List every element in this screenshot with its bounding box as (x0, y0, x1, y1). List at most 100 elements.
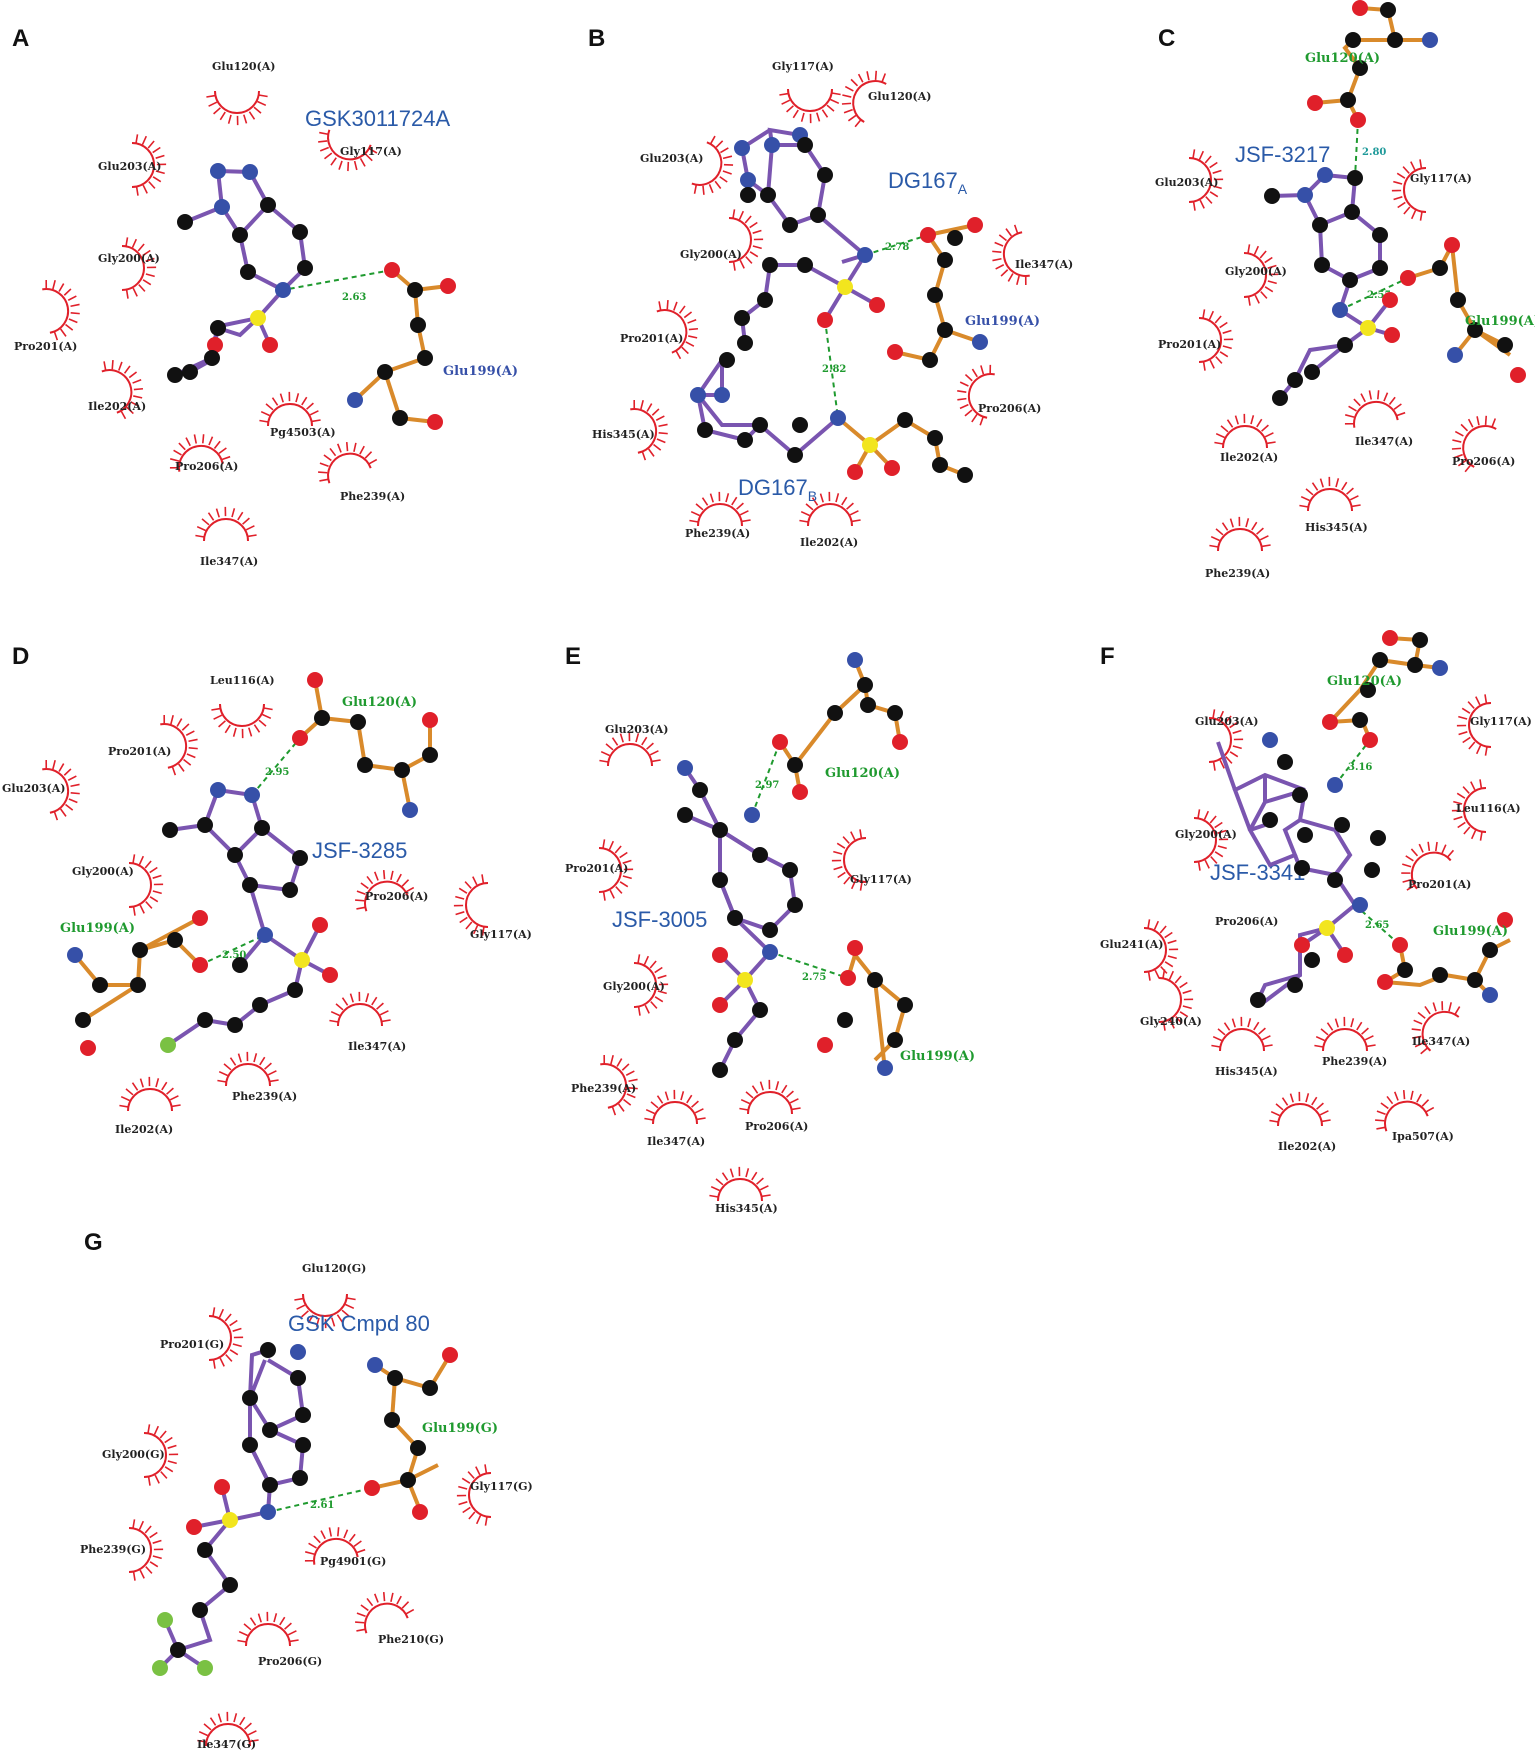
residue-label: Ile202(A) (1220, 451, 1278, 464)
residue-label: Gly200(A) (1225, 265, 1287, 278)
panel-d: D Leu116(A) Pro201(A) Glu203(A) Gly200(A… (2, 643, 532, 1136)
panel-g: G Glu120(G) Pro201(G) Gly200(G) Gly117(G… (80, 1229, 533, 1751)
residue-label: Ile202(A) (800, 536, 858, 549)
panel-a: A Glu120(A) Gly117(A) Glu203(A) Gly200(A… (12, 25, 518, 568)
ligand-name: GSK3011724A (305, 106, 450, 131)
hbond-residue-label: Glu199(A) (1465, 314, 1535, 329)
ligand-name: GSK Cmpd 80 (288, 1311, 430, 1336)
hbond-line (199, 934, 266, 966)
hbond-residue-label: Glu120(A) (825, 766, 900, 781)
residue-atoms (772, 652, 913, 1076)
residue-label: Pro206(G) (258, 1655, 322, 1668)
panel-f: F Glu203(A) Gly117(A) Leu116(A) Gly200(A… (1100, 630, 1532, 1153)
hydrophobic-contacts (1143, 693, 1492, 1136)
residue-label: Ile202(A) (115, 1123, 173, 1136)
hbond-distance: 2.50 (222, 950, 246, 961)
residue-labels: Glu203(A) Gly117(A) Gly200(A) Pro201(A) … (1155, 172, 1515, 580)
hbond-distance: 2.75 (802, 972, 826, 983)
ligand-atoms (1264, 167, 1400, 406)
residue-labels: Leu116(A) Pro201(A) Glu203(A) Gly200(A) … (2, 674, 532, 1136)
residue-label: Pro206(A) (978, 402, 1041, 415)
residue-label: Ile347(A) (1412, 1035, 1470, 1048)
hbond-residue-label: Glu199(A) (965, 314, 1040, 329)
hbond-distance: 2.78 (885, 242, 909, 253)
hbond-distance: 2.97 (755, 780, 779, 791)
residue-atoms (887, 217, 988, 368)
hbond-distance: 2.65 (1365, 920, 1389, 931)
hydrophobic-contacts (39, 703, 489, 1112)
residue-label: Glu203(A) (1155, 176, 1218, 189)
residue-label: Pro201(A) (1408, 878, 1471, 891)
hbond-line (751, 741, 781, 816)
ligand-name: JSF-3285 (312, 838, 407, 863)
ligand-atoms (167, 163, 313, 383)
hbond-line (282, 269, 393, 291)
hbond-distance: 2.55 (1367, 290, 1391, 301)
residue-atoms (67, 672, 438, 1056)
residue-label: Pro201(A) (1158, 338, 1221, 351)
residue-label: Glu203(A) (605, 723, 668, 736)
ligand-name-b: DG167B (738, 475, 817, 504)
residue-label: His345(A) (1305, 521, 1368, 534)
residue-label: His345(A) (592, 428, 655, 441)
residue-label: Gly240(A) (1140, 1015, 1202, 1028)
panel-b: B Gly117(A) Glu120(A) Glu203(A) Gly200(A… (588, 25, 1073, 549)
residue-label: Phe210(G) (378, 1633, 444, 1646)
hbond-line (864, 234, 929, 256)
residue-label: His345(A) (715, 1202, 778, 1215)
residue-label: Gly117(A) (1410, 172, 1472, 185)
panel-label: D (12, 643, 29, 670)
ligand-atoms (734, 127, 885, 351)
residue-label: Phe239(A) (685, 527, 750, 540)
residue-label: Glu203(A) (2, 782, 65, 795)
residue-label: Pro206(A) (1215, 915, 1278, 928)
residue-label: Phe239(A) (232, 1090, 297, 1103)
residue-label: Leu116(A) (210, 674, 275, 687)
residue-label: Glu120(A) (212, 60, 275, 73)
hbond-line (824, 319, 839, 419)
residue-label: Phe239(G) (80, 1543, 146, 1556)
hbond-distance: 3.16 (1348, 762, 1372, 773)
residue-label: Gly117(A) (470, 928, 532, 941)
ligand-atoms (1250, 732, 1386, 1008)
residue-label: Pro206(A) (1452, 455, 1515, 468)
panel-label: F (1100, 643, 1115, 670)
residue-labels: Glu203(A) Pro201(A) Gly117(A) Gly200(A) … (565, 723, 912, 1215)
residue-label: Gly200(A) (680, 248, 742, 261)
residue-label: Gly117(A) (850, 873, 912, 886)
residue-label: Ipa507(A) (1392, 1130, 1454, 1143)
hydrophobic-contacts (39, 90, 380, 542)
hbond-residue-label: Glu199(A) (900, 1049, 975, 1064)
hbond-residue-label: Glu120(A) (1305, 51, 1380, 66)
residue-label: Gly200(A) (603, 980, 665, 993)
ligand-b-ring (695, 358, 840, 458)
residue-label: Leu116(A) (1456, 802, 1521, 815)
hbond-residue-label: Glu199(A) (60, 921, 135, 936)
hbond-residue-label: Glu199(A) (443, 364, 518, 379)
residue-label: Pro206(A) (175, 460, 238, 473)
ligand-b-atoms (690, 352, 973, 483)
residue-atoms (364, 1347, 458, 1520)
residue-label: Glu120(A) (868, 90, 931, 103)
residue-label: Gly117(G) (470, 1480, 533, 1493)
hbond-residue-label: Glu120(A) (1327, 674, 1402, 689)
residue-label: Gly200(A) (1175, 828, 1237, 841)
residue-label: Glu203(A) (98, 160, 161, 173)
residue-label: Glu203(A) (640, 152, 703, 165)
panel-label: B (588, 25, 605, 52)
ligand-atoms (677, 760, 803, 1078)
residue-label: Gly117(A) (340, 145, 402, 158)
residue-label: Ile202(A) (1278, 1140, 1336, 1153)
residue-label: Ile347(A) (1015, 258, 1073, 271)
hbond-distance: 2.80 (1362, 147, 1386, 158)
hbond-line (1339, 277, 1409, 311)
residue-label: Pg4503(A) (270, 426, 336, 439)
residue-labels: Gly117(A) Glu120(A) Glu203(A) Gly200(A) … (592, 60, 1073, 549)
residue-atoms (1307, 0, 1526, 383)
hbond-residue-label: Glu199(G) (422, 1421, 498, 1436)
ligand-atoms (160, 782, 338, 1053)
residue-bonds (1325, 636, 1511, 997)
residue-bonds (353, 268, 449, 424)
hbond-distance: 2.82 (822, 364, 846, 375)
residue-label: Gly200(A) (72, 865, 134, 878)
